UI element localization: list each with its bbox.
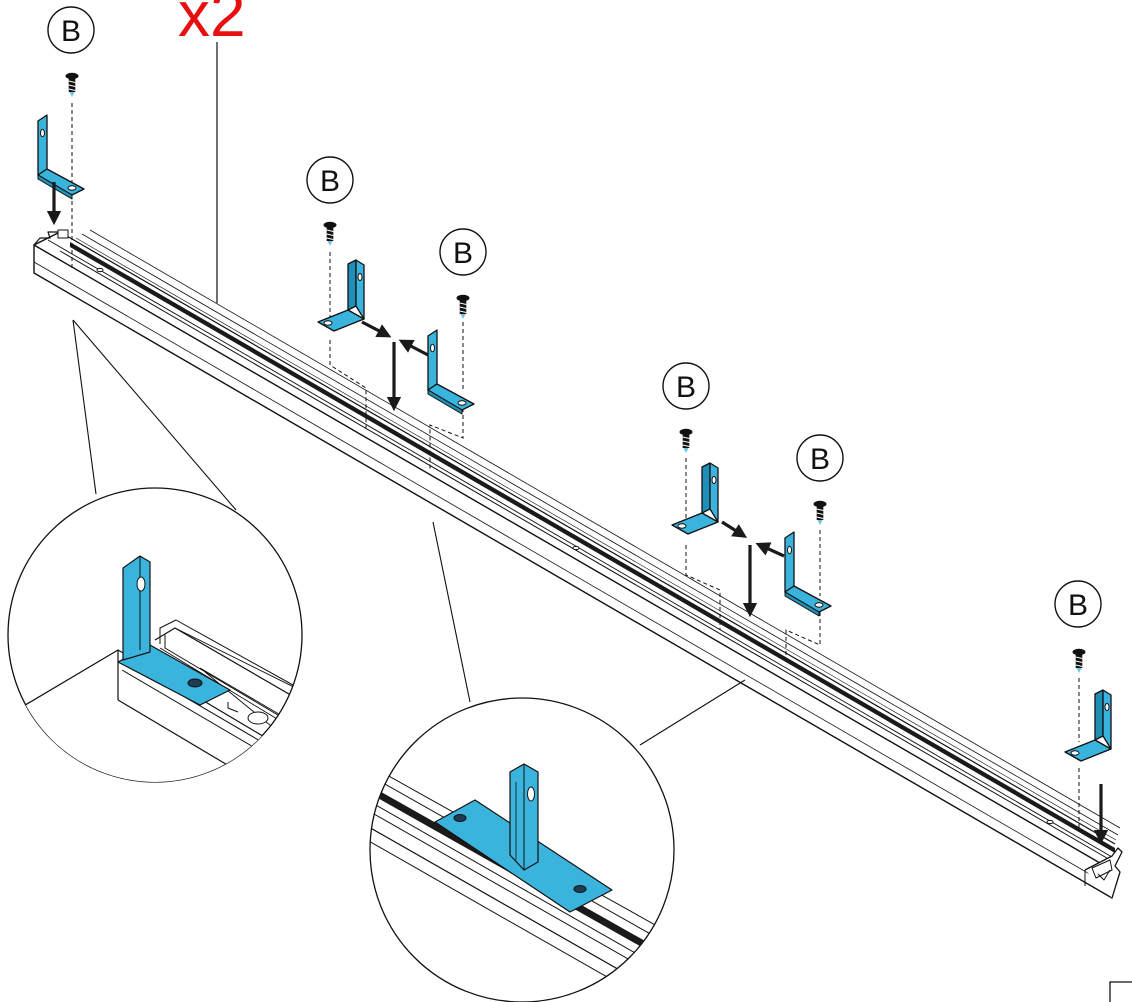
callout-b: B (796, 434, 844, 482)
detail-leaders (72, 319, 746, 746)
page-corner-mark (1109, 981, 1132, 1002)
detail-view-joint-brackets (369, 697, 675, 1002)
svg-text:B: B (61, 15, 81, 48)
quantity-multiplier: x2 (178, 0, 246, 50)
svg-text:B: B (810, 443, 830, 476)
screw-icon (1072, 648, 1086, 674)
screw-icon (813, 500, 827, 526)
angle-bracket (671, 462, 719, 535)
svg-text:B: B (320, 165, 340, 198)
callout-b: B (306, 156, 354, 204)
rail-profile (33, 229, 1123, 899)
screw-icon (679, 428, 693, 454)
svg-text:B: B (676, 371, 696, 404)
svg-text:B: B (1068, 589, 1088, 622)
angle-bracket (1064, 689, 1112, 762)
direction-arrows (46, 182, 1109, 845)
svg-text:B: B (453, 237, 473, 270)
screw-icon (65, 72, 79, 98)
screw-icon (323, 221, 337, 247)
callout-b: B (1054, 580, 1102, 628)
angle-bracket (427, 329, 475, 415)
detail-view-end-bracket (7, 487, 303, 783)
placement-guides (71, 103, 1080, 830)
callout-b: B (439, 228, 487, 276)
screw-icon (456, 294, 470, 320)
callout-b: B (47, 6, 95, 54)
angle-bracket (37, 114, 85, 200)
angle-bracket (317, 259, 365, 332)
angle-bracket (784, 531, 832, 617)
callout-b: B (662, 362, 710, 410)
